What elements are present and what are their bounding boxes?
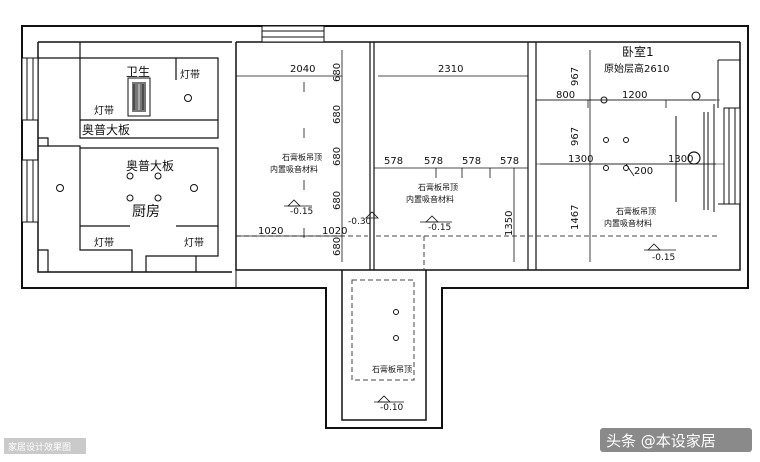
dim-left-bottom: 1020: [258, 226, 283, 237]
level-d: -0.10: [380, 403, 404, 413]
ceiling-note-3b: 内置吸音材料: [604, 218, 652, 228]
label-aupu-panel-2: 奥普大板: [126, 159, 174, 173]
dim-bed-mid-left: 1300: [568, 154, 593, 165]
dim-vertical-4: 680: [332, 191, 343, 210]
bedroom-wardrobe: [675, 104, 715, 212]
dim-top-mid: 2310: [438, 64, 463, 75]
label-light-strip-1: 灯带: [180, 69, 200, 81]
label-light-strip-2: 灯带: [94, 105, 114, 117]
dim-bed-small: 200: [634, 166, 653, 177]
dim-bed-mid-right: 1300: [668, 154, 693, 165]
dim-mid-4: 578: [500, 156, 519, 167]
dim-bed-v3: 1467: [570, 205, 581, 230]
dim-vertical-stack: 680 680 680 680 680: [332, 63, 343, 256]
ceiling-note-2a: 石膏板吊顶: [418, 182, 458, 192]
level-b: -0.15: [428, 223, 451, 233]
dim-mid-1: 578: [384, 156, 403, 167]
bathroom-kitchen-walls: [38, 42, 219, 272]
bedroom-original-height: 原始层高2610: [604, 62, 669, 75]
dim-mid-3: 578: [462, 156, 481, 167]
dim-bed-v1: 967: [570, 67, 581, 86]
dim-vertical-1: 680: [332, 63, 343, 82]
ceiling-note-4: 石膏板吊顶: [372, 364, 412, 374]
ceiling-note-3a: 石膏板吊顶: [616, 206, 656, 216]
window-left-top: [21, 57, 39, 121]
label-light-strip-4: 灯带: [184, 237, 204, 249]
ceiling-note-2b: 内置吸音材料: [406, 194, 454, 204]
window-right: [723, 107, 741, 205]
level-e: -0.30: [348, 217, 372, 227]
dim-vertical-2: 680: [332, 105, 343, 124]
room-label-kitchen: 厨房: [132, 204, 160, 220]
dim-bed-v2: 967: [570, 127, 581, 146]
watermark-left-text: 家居设计效果图: [8, 441, 71, 453]
bath-heater-fixture: [127, 77, 151, 117]
dim-top-left: 2040: [290, 64, 315, 75]
level-c: -0.15: [652, 253, 675, 263]
dim-left-bottom-2: 1020: [322, 226, 347, 237]
watermark-brand-text: 头条 @本设家居: [606, 432, 716, 450]
dim-vertical-3: 680: [332, 147, 343, 166]
window-top: [261, 25, 325, 43]
dimension-lines: [236, 50, 716, 262]
dim-bed-right: 1200: [622, 90, 647, 101]
label-light-strip-3: 灯带: [94, 237, 114, 249]
dim-vertical-5: 680: [332, 237, 343, 256]
watermark-left: 家居设计效果图: [4, 438, 86, 454]
ceiling-lights: [56, 91, 701, 341]
dim-mid-2: 578: [424, 156, 443, 167]
ceiling-note-1b: 内置吸音材料: [270, 164, 318, 174]
room-label-bathroom: 卫生: [126, 65, 150, 79]
watermark-brand: 头条 @本设家居: [600, 428, 752, 452]
level-a: -0.15: [290, 207, 313, 217]
ceiling-note-1a: 石膏板吊顶: [282, 152, 322, 162]
dim-mid-vert: 1350: [504, 211, 515, 236]
ceiling-boundary-dashed: [236, 235, 720, 381]
window-left-bottom: [21, 159, 39, 223]
level-markers: [284, 199, 676, 403]
dim-bed-left: 800: [556, 90, 575, 101]
label-aupu-panel-1: 奥普大板: [82, 123, 130, 137]
room-label-bedroom: 卧室1: [622, 44, 654, 59]
